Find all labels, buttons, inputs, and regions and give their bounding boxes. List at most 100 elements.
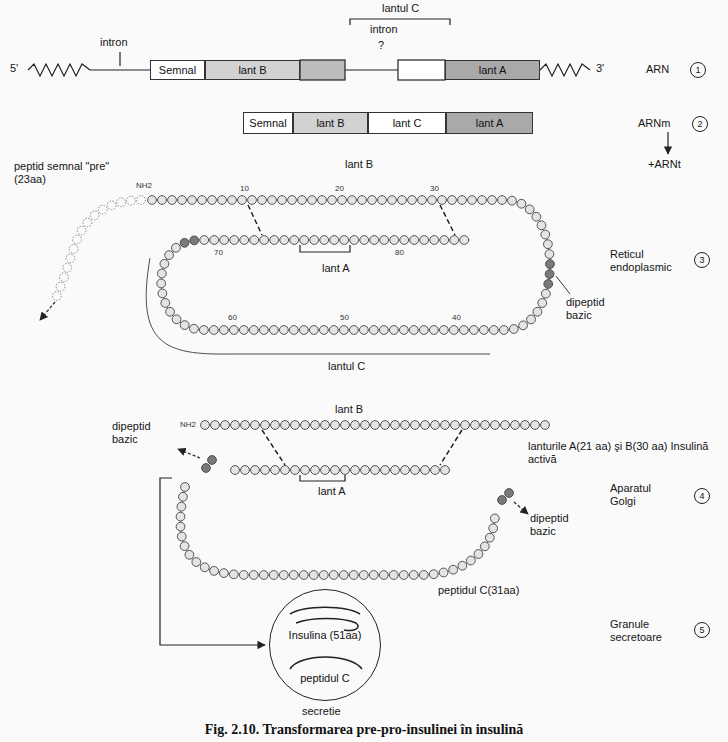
amino-acid-bead	[219, 326, 228, 335]
amino-acid-bead	[360, 236, 369, 245]
strand-end: 3'	[596, 62, 604, 75]
chain-backbone	[152, 200, 550, 330]
amino-acid-bead	[148, 196, 157, 205]
segment-label: lant C	[393, 117, 422, 129]
amino-acid-bead	[439, 568, 448, 577]
gene-segment: Semnal	[150, 60, 205, 80]
amino-acid-bead	[269, 326, 278, 335]
chain-label: lantul C	[328, 360, 365, 373]
amino-acid-bead	[369, 571, 378, 580]
leader-line	[556, 276, 570, 294]
amino-acid-bead	[249, 326, 258, 335]
gene-segment: lant C	[368, 112, 446, 134]
amino-acid-bead	[172, 243, 181, 252]
amino-acid-bead	[331, 466, 340, 475]
amino-acid-bead	[351, 466, 360, 475]
amino-acid-bead	[321, 421, 330, 430]
figure-caption: Fig. 2.10. Transformarea pre-pro-insulin…	[0, 722, 728, 738]
amino-acid-bead	[298, 196, 307, 205]
amino-acid-bead	[56, 282, 65, 291]
amino-acid-bead	[448, 196, 457, 205]
amino-acid-bead	[185, 550, 194, 559]
amino-acid-bead	[431, 421, 440, 430]
dipeptide-bead	[202, 464, 211, 473]
amino-acid-bead	[238, 196, 247, 205]
insulin-shape	[290, 607, 360, 614]
amino-acid-bead	[525, 205, 534, 214]
outline	[146, 258, 490, 354]
residue-number: 70	[214, 248, 223, 257]
amino-acid-bead	[66, 254, 75, 263]
amino-acid-bead	[478, 196, 487, 205]
amino-acid-bead	[289, 326, 298, 335]
residue-number: 50	[340, 313, 349, 322]
amino-acid-bead	[221, 421, 230, 430]
amino-acid-bead	[289, 571, 298, 580]
amino-acid-bead	[499, 326, 508, 335]
callout-number: 5	[694, 622, 710, 638]
amino-acid-bead	[98, 205, 107, 214]
amino-acid-bead	[157, 279, 166, 288]
residue-number: 30	[430, 184, 439, 193]
amino-acid-bead	[474, 550, 483, 559]
amino-acid-bead	[340, 236, 349, 245]
amino-acid-bead	[177, 532, 186, 541]
amino-acid-bead	[165, 251, 174, 260]
insulin-shape	[296, 619, 358, 631]
amino-acid-bead	[439, 326, 448, 335]
amino-acid-bead	[180, 542, 189, 551]
disulfide-bond	[262, 430, 285, 465]
residue-number: 10	[240, 184, 249, 193]
amino-acid-bead	[309, 326, 318, 335]
amino-acid-bead	[351, 421, 360, 430]
amino-acid-bead	[177, 502, 186, 511]
granule-label: peptidul C	[270, 672, 380, 684]
amino-acid-bead	[389, 326, 398, 335]
amino-acid-bead	[527, 315, 536, 324]
amino-acid-bead	[410, 236, 419, 245]
amino-acid-bead	[460, 236, 469, 245]
amino-acid-bead	[489, 524, 498, 533]
amino-acid-bead	[239, 571, 248, 580]
residue-number: 20	[335, 184, 344, 193]
amino-acid-bead	[380, 236, 389, 245]
gene-segment: Semnal	[243, 112, 293, 134]
amino-acid-bead	[259, 326, 268, 335]
amino-acid-bead	[228, 196, 237, 205]
amino-acid-bead	[280, 236, 289, 245]
amino-acid-bead	[519, 321, 528, 330]
amino-acid-bead	[330, 236, 339, 245]
amino-acid-bead	[491, 421, 500, 430]
peptide-label: peptid semnal "pre" (23aa)	[14, 160, 126, 186]
cleavage-arrow	[178, 449, 200, 458]
amino-acid-bead	[117, 198, 126, 207]
amino-acid-bead	[77, 226, 86, 235]
disulfide-bond	[300, 245, 350, 252]
amino-acid-bead	[208, 196, 217, 205]
amino-acid-bead	[361, 466, 370, 475]
disulfide-bond	[248, 205, 262, 235]
dipeptide-bead	[498, 496, 507, 505]
amino-acid-bead	[479, 326, 488, 335]
exon-part	[398, 60, 445, 80]
bracket	[350, 19, 450, 25]
amino-acid-bead	[489, 326, 498, 335]
amino-acid-bead	[320, 236, 329, 245]
arrow	[667, 132, 668, 154]
amino-acid-bead	[229, 326, 238, 335]
stage-label: ARNm	[638, 117, 670, 130]
peptide-label: dipeptid bazic	[112, 420, 172, 446]
amino-acid-bead	[251, 466, 260, 475]
amino-acid-bead	[309, 571, 318, 580]
amino-acid-bead	[270, 236, 279, 245]
amino-acid-bead	[469, 326, 478, 335]
amino-acid-bead	[498, 196, 507, 205]
amino-acid-bead	[166, 307, 175, 316]
segment-label: lant A	[479, 64, 507, 76]
amino-acid-bead	[541, 421, 550, 430]
amino-acid-bead	[339, 326, 348, 335]
amino-acid-bead	[429, 326, 438, 335]
amino-acid-bead	[321, 466, 330, 475]
residue-number: 80	[395, 248, 404, 257]
amino-acid-bead	[429, 570, 438, 579]
